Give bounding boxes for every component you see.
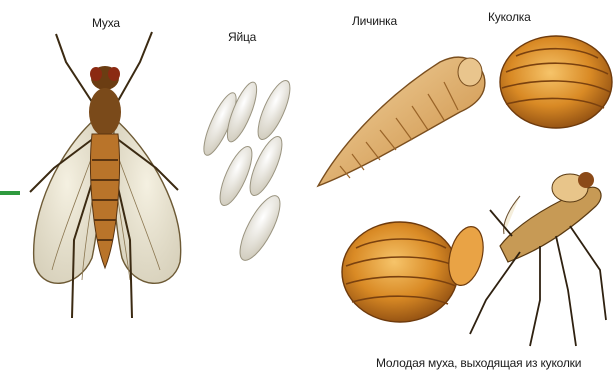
label-larva: Личинка [352, 14, 397, 28]
label-fly: Муха [92, 16, 120, 30]
label-pupa: Куколка [488, 10, 531, 24]
fly-drawing [30, 32, 181, 318]
label-emerging-fly: Молодая муха, выходящая из куколки [376, 356, 581, 370]
accent-bar [0, 191, 20, 195]
larva-drawing [318, 57, 485, 186]
label-eggs: Яйца [228, 30, 256, 44]
eggs-drawing [198, 77, 296, 266]
open-pupa-drawing [342, 222, 489, 322]
pupa-drawing [500, 36, 612, 128]
young-fly-drawing [470, 172, 606, 346]
